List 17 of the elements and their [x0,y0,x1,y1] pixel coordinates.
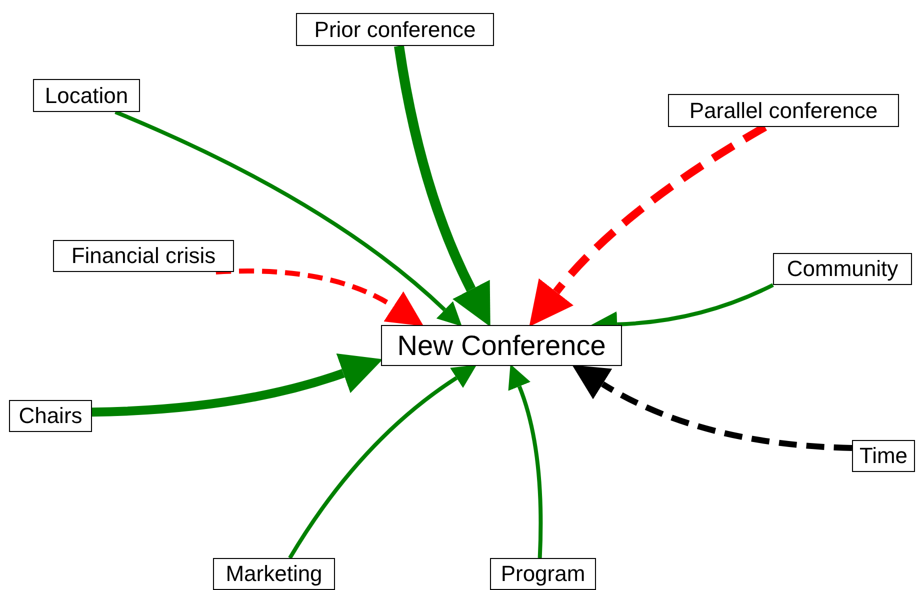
label-box: Chairs [9,400,92,432]
label-box: Community [773,253,912,285]
arrow [114,110,462,326]
label-box: Financial crisis [53,240,234,272]
label-box: Parallel conference [668,94,899,127]
label-box: Location [33,79,140,112]
label-box: New Conference [381,325,622,366]
arrow [216,268,424,325]
arrow [508,364,543,558]
arrow [572,366,852,451]
label-box: Marketing [213,558,335,590]
arrow [92,353,384,417]
arrow [288,364,476,560]
label-box: Time [852,440,915,472]
label-box: Prior conference [296,13,494,46]
arrow [394,45,490,328]
label-box: Program [490,558,596,590]
